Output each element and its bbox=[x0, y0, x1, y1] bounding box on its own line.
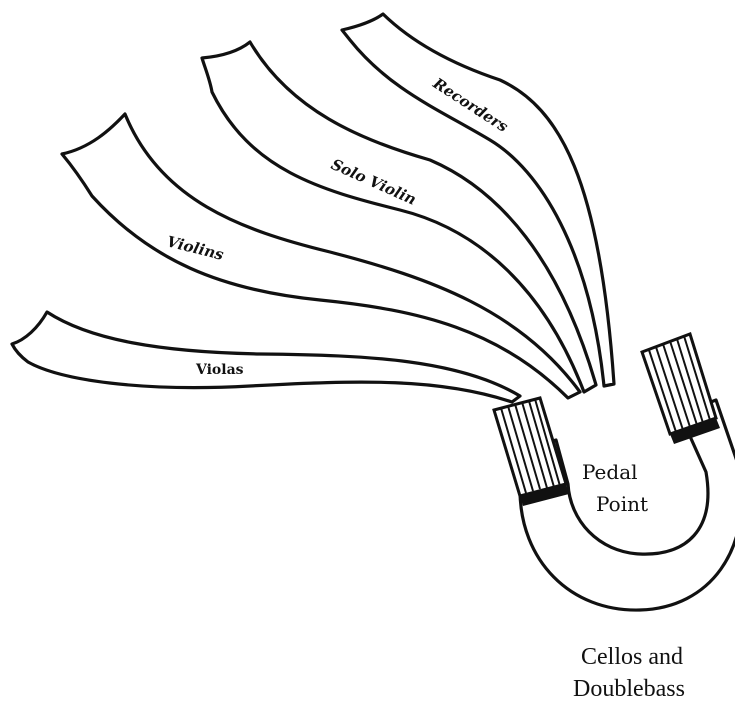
pedal-label: Pedal bbox=[582, 460, 638, 484]
caption-line-1: Cellos and bbox=[557, 642, 707, 672]
point-label: Point bbox=[596, 492, 648, 516]
violas-band: Violas bbox=[12, 312, 520, 402]
caption-line-2: Doublebass bbox=[549, 674, 709, 704]
right-pole bbox=[642, 334, 720, 444]
left-pole bbox=[494, 398, 569, 506]
violas-label: Violas bbox=[195, 362, 244, 378]
solo-violin-band: Solo Violin bbox=[202, 42, 596, 392]
